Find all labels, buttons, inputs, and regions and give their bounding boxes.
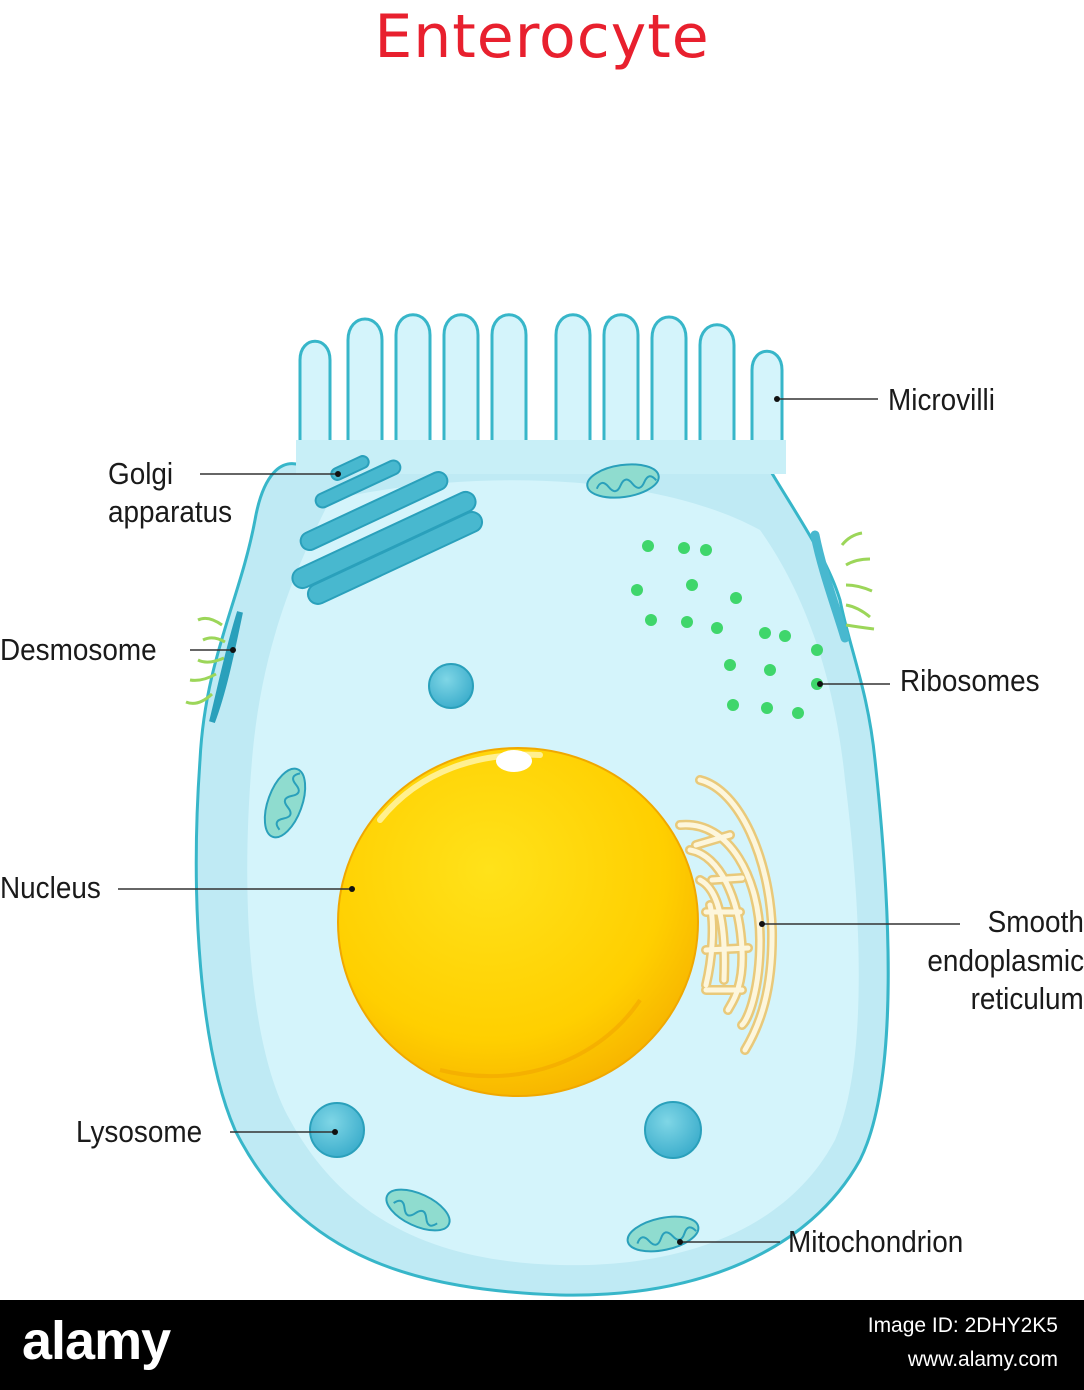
label-ser-line2: endoplasmic bbox=[927, 945, 1084, 977]
enterocyte-diagram bbox=[0, 0, 1084, 1300]
label-microvilli: Microvilli bbox=[888, 384, 995, 416]
label-ser-line3: reticulum bbox=[971, 983, 1084, 1015]
label-golgi-line2: apparatus bbox=[108, 496, 232, 528]
nucleus bbox=[338, 748, 698, 1096]
site-url: www.alamy.com bbox=[908, 1348, 1058, 1372]
label-desmosome: Desmosome bbox=[0, 634, 157, 666]
apical-band bbox=[296, 440, 786, 474]
image-id: Image ID: 2DHY2K5 bbox=[868, 1314, 1058, 1338]
label-nucleus: Nucleus bbox=[0, 872, 101, 904]
label-ribosomes: Ribosomes bbox=[900, 665, 1040, 697]
label-ser-line1: Smooth bbox=[988, 906, 1084, 938]
label-golgi-line1: Golgi bbox=[108, 458, 173, 490]
label-lysosome: Lysosome bbox=[76, 1116, 202, 1148]
label-mitochondrion: Mitochondrion bbox=[788, 1226, 963, 1258]
watermark-footer: alamy Image ID: 2DHY2K5 www.alamy.com bbox=[0, 1300, 1084, 1390]
brand-logo: alamy bbox=[22, 1310, 170, 1372]
